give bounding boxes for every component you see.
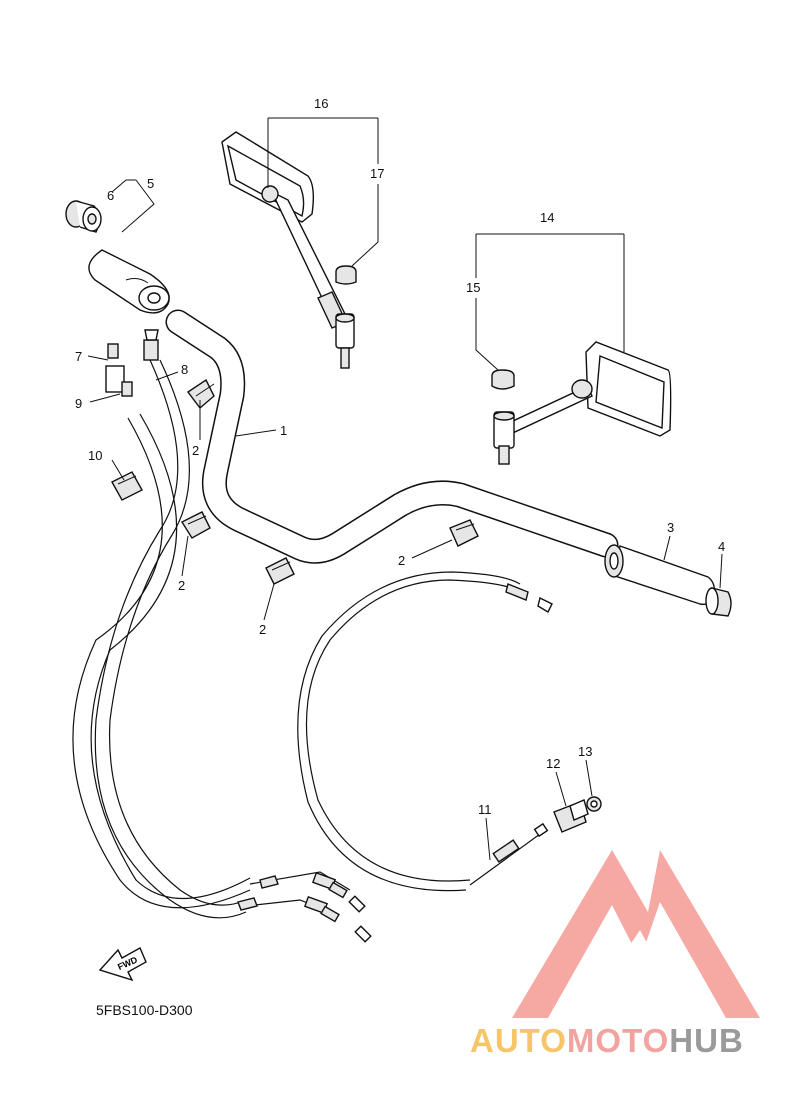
callout-11: 11 <box>478 802 492 817</box>
throttle-cables <box>72 359 351 919</box>
cable-end-fittings <box>237 871 372 943</box>
right-mirror-cap <box>491 369 515 390</box>
handlebar <box>165 309 619 564</box>
diagram-code: 5FBS100-D300 <box>96 1002 193 1018</box>
holder-2 <box>180 511 211 539</box>
clutch-cable <box>297 571 553 892</box>
left-mirror-cap <box>335 265 357 285</box>
callout-12: 12 <box>546 756 560 771</box>
cable-adjuster-7 <box>105 343 125 393</box>
callout-3: 3 <box>667 520 674 535</box>
holder-10 <box>111 471 143 501</box>
holder-1 <box>186 378 215 410</box>
holder-3 <box>265 557 295 585</box>
screw-9 <box>121 381 133 397</box>
right-mirror <box>493 341 672 465</box>
callout-8: 8 <box>181 362 188 377</box>
callout-4: 4 <box>718 539 725 554</box>
watermark-text-auto: AUTO <box>470 1022 567 1059</box>
callout-7: 7 <box>75 349 82 364</box>
callout-13: 13 <box>578 744 592 759</box>
right-grip <box>604 544 716 605</box>
callout-6: 6 <box>107 188 114 203</box>
callout-2: 2 <box>192 443 199 458</box>
callout-10: 10 <box>88 448 102 463</box>
watermark-text-moto: MOTO <box>567 1022 669 1059</box>
locknut-13 <box>586 796 602 812</box>
holder-4 <box>449 519 479 547</box>
watermark-text: AUTOMOTOHUB <box>470 1022 744 1059</box>
leader-lines <box>87 117 723 861</box>
svg-text:AUTOMOTOHUB: AUTOMOTOHUB <box>470 1022 744 1059</box>
callout-2: 2 <box>398 553 405 568</box>
callout-15: 15 <box>466 280 480 295</box>
watermark-logo <box>512 850 760 1018</box>
throttle-adjuster-8 <box>143 329 159 361</box>
grip-end-weight <box>65 200 102 233</box>
callout-16: 16 <box>314 96 328 111</box>
callout-17: 17 <box>370 166 384 181</box>
bar-end-cap <box>705 587 732 617</box>
callout-2: 2 <box>259 622 266 637</box>
fwd-arrow: FWD <box>98 947 147 982</box>
clutch-adjuster-12 <box>553 799 589 833</box>
left-grip <box>88 249 170 314</box>
callout-2: 2 <box>178 578 185 593</box>
callout-9: 9 <box>75 396 82 411</box>
left-mirror <box>221 131 355 369</box>
callout-14: 14 <box>540 210 554 225</box>
callout-5: 5 <box>147 176 154 191</box>
watermark-text-hub: HUB <box>669 1022 744 1059</box>
callouts: 1 2 2 2 2 3 4 5 6 7 8 9 10 11 12 13 14 1… <box>75 96 725 817</box>
callout-1: 1 <box>280 423 287 438</box>
